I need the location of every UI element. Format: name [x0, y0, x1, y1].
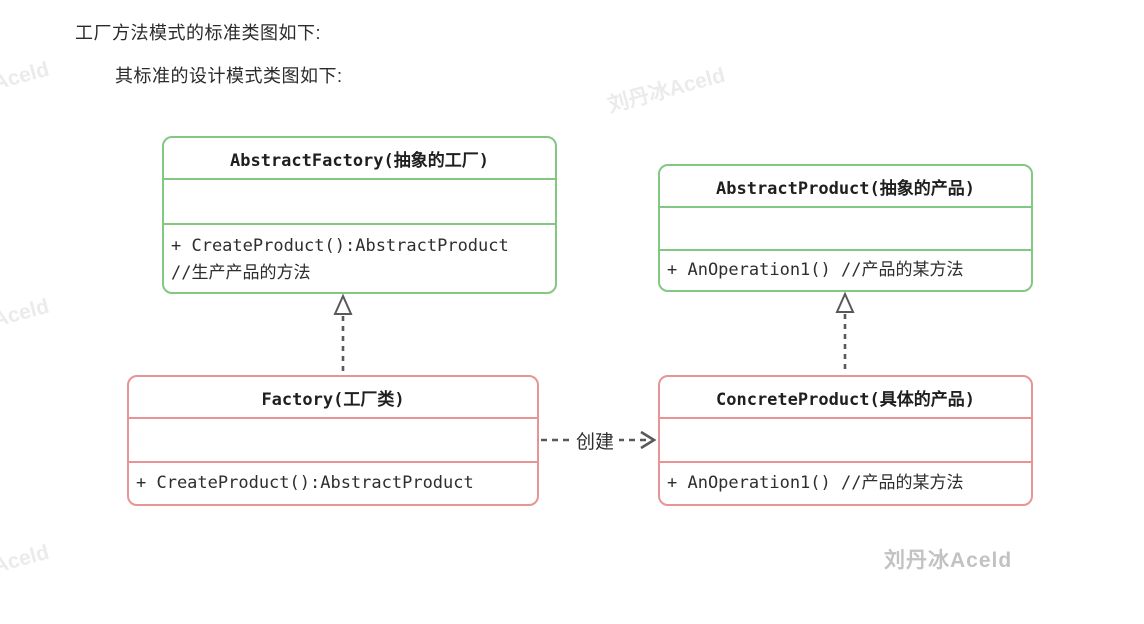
- class-methods-compartment: + AnOperation1() //产品的某方法: [660, 251, 1031, 289]
- class-box-factory: Factory(工厂类) + CreateProduct():AbstractP…: [127, 375, 539, 506]
- class-attributes-compartment: [660, 208, 1031, 251]
- class-methods-compartment: + CreateProduct():AbstractProduct //生产产品…: [164, 225, 555, 291]
- inheritance-arrow-concrete-product-triangle-icon: [835, 291, 855, 313]
- inheritance-arrow-factory-triangle-icon: [333, 293, 353, 315]
- heading-line-2: 其标准的设计模式类图如下:: [115, 66, 343, 86]
- heading-line-1: 工厂方法模式的标准类图如下:: [75, 23, 321, 43]
- class-box-abstract-factory: AbstractFactory(抽象的工厂) + CreateProduct()…: [162, 136, 557, 294]
- class-methods-compartment: + AnOperation1() //产品的某方法: [660, 463, 1031, 503]
- method-text: + CreateProduct():AbstractProduct: [136, 472, 474, 493]
- class-attributes-compartment: [660, 419, 1031, 463]
- watermark-signature: 刘丹冰Aceld: [884, 549, 1013, 572]
- create-arrow-label: 创建: [571, 427, 620, 454]
- class-attributes-compartment: [164, 180, 555, 225]
- method-text: + AnOperation1() //产品的某方法: [667, 472, 964, 493]
- watermark-faint: 刘丹冰Aceld: [0, 294, 52, 349]
- class-box-concrete-product: ConcreteProduct(具体的产品) + AnOperation1() …: [658, 375, 1033, 506]
- watermark-faint: 刘丹冰Aceld: [605, 63, 728, 118]
- class-title: ConcreteProduct(具体的产品): [660, 377, 1031, 419]
- watermark-faint: 刘丹冰Aceld: [0, 540, 52, 595]
- class-title: Factory(工厂类): [129, 377, 537, 419]
- class-title: AbstractFactory(抽象的工厂): [164, 138, 555, 180]
- method-comment: //生产产品的方法: [171, 263, 311, 283]
- class-attributes-compartment: [129, 419, 537, 463]
- method-text: + CreateProduct():AbstractProduct: [171, 236, 509, 256]
- watermark-faint: 刘丹冰Aceld: [0, 57, 52, 112]
- class-box-abstract-product: AbstractProduct(抽象的产品) + AnOperation1() …: [658, 164, 1033, 292]
- class-title: AbstractProduct(抽象的产品): [660, 166, 1031, 208]
- method-text: + AnOperation1() //产品的某方法: [667, 259, 964, 280]
- create-arrow-head-icon: [640, 430, 657, 450]
- class-methods-compartment: + CreateProduct():AbstractProduct: [129, 463, 537, 503]
